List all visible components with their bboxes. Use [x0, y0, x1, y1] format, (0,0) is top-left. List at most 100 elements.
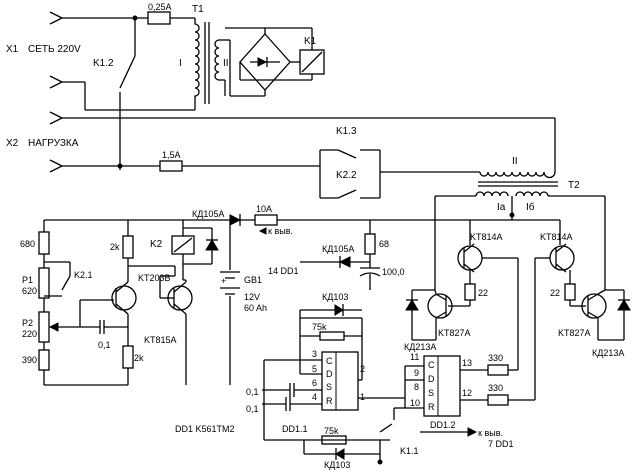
p1-label: P1 — [22, 275, 33, 285]
resistor-2k-bottom — [122, 345, 134, 369]
r2k-b-label: 2k — [134, 353, 144, 363]
k11-label: K1.1 — [400, 446, 419, 456]
p2v-label: 220 — [22, 329, 37, 339]
t2-primary-ib — [515, 191, 549, 197]
k12-label: K1.2 — [93, 58, 114, 69]
ff2-s: S — [428, 388, 434, 398]
kd213-r-label: КД213А — [592, 348, 624, 358]
r22-r-label: 22 — [550, 288, 560, 298]
resistor-68 — [364, 233, 376, 255]
resistor-75k-bottom — [321, 435, 347, 445]
ff2-d: D — [428, 374, 435, 384]
fuse1-label: 0,25А — [148, 2, 172, 12]
flip-flop-dd1-1: C D S R 3 5 6 4 2 1 DD1.1 КД103 75k — [246, 292, 405, 441]
resistor-330-b — [487, 394, 509, 406]
pin5: 5 — [312, 364, 317, 374]
t2-ia-label: Ia — [497, 202, 506, 213]
c01-b-label: 0,1 — [246, 404, 259, 414]
control-section: 680 P1 620 P2 220 390 K2.1 0,1 — [20, 220, 267, 386]
kt814-l-label: KT814A — [470, 232, 503, 242]
to-pin7-label: к выв. — [478, 428, 503, 438]
output-stage-right: KT814A 22 KT827A КД213А — [535, 232, 631, 358]
r75k-bot-label: 75k — [324, 426, 339, 436]
t2-secondary-label: II — [512, 156, 518, 167]
dd11-label: DD1.1 — [282, 424, 308, 434]
load-label: НАГРУЗКА — [28, 138, 79, 149]
pin4: 4 — [312, 392, 317, 402]
r75k-top-label: 75k — [312, 322, 327, 332]
k2-label: K2 — [150, 239, 163, 250]
r22-l-label: 22 — [478, 288, 488, 298]
dd1-label: DD1 K561TM2 — [175, 424, 235, 434]
t1-secondary-label: II — [223, 58, 229, 69]
ff1-s: S — [326, 382, 332, 392]
pin10: 10 — [410, 398, 420, 408]
transistor-kt814a-right — [549, 245, 575, 271]
k1-1-contact — [379, 423, 393, 433]
pin3: 3 — [312, 349, 317, 359]
gb1v-label: 12V — [244, 292, 260, 302]
dd1-2-chip — [423, 355, 461, 417]
resistor-330-a — [487, 364, 509, 376]
c01-a-label: 0,1 — [246, 387, 259, 397]
fuse-1-5a — [159, 160, 183, 172]
ff2-r: R — [428, 402, 435, 412]
k1-label: K1 — [304, 36, 317, 47]
ff1-c: C — [326, 356, 333, 366]
kd213-l-label: КД213А — [404, 342, 436, 352]
ff2-c: C — [428, 360, 435, 370]
transistor-kt814a-left — [457, 245, 483, 271]
diode-mid-label: КД105А — [322, 244, 354, 254]
bridge-rectifier — [239, 33, 291, 91]
output-stage-left: KT814A 22 KT827A КД213А — [404, 232, 518, 352]
pin11: 11 — [410, 352, 419, 362]
k2-2-contact — [337, 189, 357, 199]
k21-label: K2.1 — [74, 270, 93, 280]
resistor-22-left — [464, 283, 476, 301]
x1-terminal-bottom — [49, 75, 64, 89]
k1-2-contact — [119, 55, 136, 89]
pin1: 1 — [360, 392, 365, 402]
t2-secondary-coil — [479, 171, 556, 179]
svg-text:+: + — [221, 276, 226, 286]
mains-label: СЕТЬ 220V — [28, 44, 81, 55]
mains-input-section: X1 СЕТЬ 220V 0,25А T1 K1.2 I II — [6, 2, 325, 170]
kd213a-diode-left — [405, 299, 419, 311]
x1-label: X1 — [6, 44, 19, 55]
r2k-a-label: 2k — [110, 242, 120, 252]
t2-primary-ia — [475, 191, 509, 197]
kt827-l-label: KT827A — [438, 328, 471, 338]
c01-label: 0,1 — [98, 340, 111, 350]
x2-terminal-bottom — [49, 159, 64, 173]
fuse3-label: 10А — [256, 204, 272, 214]
p2-label: P2 — [22, 318, 33, 328]
flip-flop-dd1-2: C D S R 11 9 8 10 13 12 DD1.2 330 330 к … — [404, 258, 536, 449]
kd213a-diode-right — [617, 299, 631, 311]
kd103-top-label: КД103 — [322, 292, 348, 302]
dd12-label: DD1.2 — [430, 420, 456, 430]
r330-a-label: 330 — [488, 353, 503, 363]
pin12: 12 — [462, 388, 472, 398]
x2-terminal-top — [49, 111, 64, 125]
q1-label: KT203B — [138, 273, 171, 283]
transistor-kt827a-left — [427, 293, 453, 319]
p1v-label: 620 — [22, 286, 37, 296]
to-pin7b-label: 7 DD1 — [488, 439, 514, 449]
fuse-0-25a — [147, 11, 171, 25]
t1-primary-coil — [194, 18, 200, 110]
to-pin14b-label: 14 DD1 — [268, 266, 299, 276]
k2-1-contact — [61, 275, 71, 291]
t2-ib-label: Iб — [526, 201, 535, 213]
x1-terminal-top — [49, 11, 64, 25]
power-bus: КД105А 10А — [44, 204, 561, 245]
ff1-d: D — [326, 369, 333, 379]
potentiometer-p2 — [38, 311, 50, 343]
diode-top-label: КД105А — [192, 209, 224, 219]
pin9: 9 — [414, 368, 419, 378]
logic-supply: 68 100,0 КД105А к выв. 14 DD1 — [258, 220, 405, 290]
resistor-22-right — [564, 283, 576, 301]
kd103-bot-label: КД103 — [324, 460, 350, 470]
kt827-r-label: KT827A — [558, 328, 591, 338]
q2-label: KT815A — [144, 335, 177, 345]
